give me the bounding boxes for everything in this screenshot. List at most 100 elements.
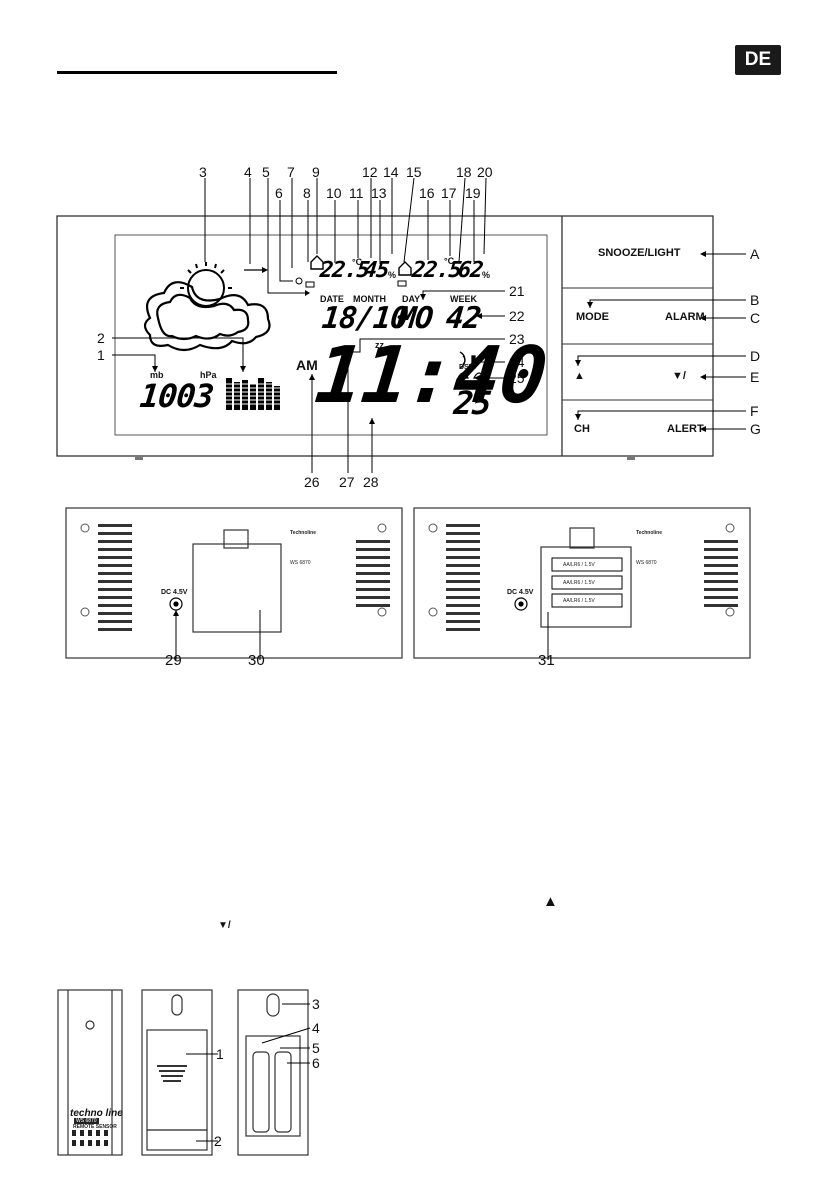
callout-9: 9 bbox=[312, 164, 320, 180]
callout-3: 3 bbox=[199, 164, 207, 180]
back-model-left: WS 6870 bbox=[290, 560, 311, 566]
callout-11: 11 bbox=[349, 185, 364, 201]
back-company-right: Technoline bbox=[636, 530, 663, 536]
dst-indicator: DST bbox=[459, 364, 473, 371]
screw-holes bbox=[80, 523, 735, 617]
callout-14: 14 bbox=[383, 164, 399, 180]
sensor-model-badge: WS 6870 bbox=[74, 1118, 99, 1124]
cloud-icon bbox=[143, 281, 271, 352]
callout-29: 29 bbox=[165, 652, 182, 669]
label-F: F bbox=[750, 403, 759, 419]
callout-13: 13 bbox=[371, 185, 387, 201]
comfort-icon bbox=[295, 277, 303, 285]
sensor-front bbox=[57, 989, 123, 1156]
callout-18: 18 bbox=[456, 164, 472, 180]
sensor-callout-5: 5 bbox=[312, 1040, 320, 1056]
battery-indicator-icon bbox=[305, 281, 315, 288]
callout-26: 26 bbox=[304, 474, 320, 490]
callout-12: 12 bbox=[362, 164, 378, 180]
sensor-open bbox=[237, 989, 309, 1156]
label-A: A bbox=[750, 246, 760, 262]
callout-7: 7 bbox=[287, 164, 295, 180]
sensor-callout-4: 4 bbox=[312, 1020, 320, 1036]
alert-button[interactable]: ALERT bbox=[667, 423, 704, 435]
callout-10: 10 bbox=[326, 185, 342, 201]
up-button[interactable]: ▲ bbox=[574, 370, 585, 382]
down-search-icon: ▼/ bbox=[218, 920, 231, 931]
title-underline bbox=[57, 71, 337, 74]
up-arrow-icon: ▲ bbox=[543, 893, 558, 910]
label-C: C bbox=[750, 310, 761, 326]
battery-label-2: AA/LR6 / 1.5V bbox=[563, 580, 595, 586]
am-pm-indicator: AM bbox=[296, 357, 318, 373]
week-label: WEEK bbox=[450, 294, 477, 304]
battery-label-1: AA/LR6 / 1.5V bbox=[563, 562, 595, 568]
pressure-value: 1003 bbox=[138, 377, 216, 415]
callout-16: 16 bbox=[419, 185, 435, 201]
back-model-right: WS 6870 bbox=[636, 560, 657, 566]
callout-23: 23 bbox=[509, 331, 525, 347]
snooze-indicator: zz bbox=[375, 340, 384, 350]
sensor-callout-3: 3 bbox=[312, 996, 320, 1012]
snooze-light-button[interactable]: SNOOZE/LIGHT bbox=[598, 247, 681, 259]
battery-cells bbox=[551, 557, 623, 608]
indoor-house-icon bbox=[310, 255, 324, 270]
callout-20: 20 bbox=[477, 164, 493, 180]
label-G: G bbox=[750, 421, 761, 437]
callout-28: 28 bbox=[363, 474, 379, 490]
alarm-button[interactable]: ALARM bbox=[665, 311, 705, 323]
callout-21: 21 bbox=[509, 283, 525, 299]
indoor-hum-unit: % bbox=[388, 270, 397, 280]
callout-27: 27 bbox=[339, 474, 355, 490]
sensor-remote-label: REMOTE SENSOR bbox=[73, 1124, 117, 1130]
callout-25: 25 bbox=[509, 370, 525, 386]
month-label: MONTH bbox=[353, 294, 386, 304]
outdoor-temp-unit: °C bbox=[444, 256, 455, 266]
down-search-button[interactable]: ▼/ bbox=[672, 370, 686, 382]
mode-button[interactable]: MODE bbox=[576, 311, 609, 323]
pressure-unit-hpa: hPa bbox=[200, 370, 217, 380]
seconds-display: 25 bbox=[452, 384, 493, 422]
day-label: DAY bbox=[402, 294, 421, 304]
channel-button[interactable]: CH bbox=[574, 423, 590, 435]
indoor-temp-unit: °C bbox=[352, 257, 363, 267]
callout-31: 31 bbox=[538, 652, 555, 669]
pressure-unit-mb: mb bbox=[150, 370, 164, 380]
label-B: B bbox=[750, 292, 760, 308]
indoor-humidity: 45 bbox=[362, 258, 390, 283]
vent-slots bbox=[98, 524, 738, 631]
callout-8: 8 bbox=[303, 185, 311, 201]
callout-22: 22 bbox=[509, 308, 525, 324]
outdoor-humidity: 62 bbox=[456, 258, 484, 283]
language-badge: DE bbox=[735, 45, 781, 75]
outdoor-house-icon bbox=[398, 261, 412, 276]
callout-6: 6 bbox=[275, 185, 283, 201]
time-display: 11:40 bbox=[311, 331, 551, 421]
dc-socket-label-left: DC 4.5V bbox=[161, 589, 188, 596]
dc-socket-icon bbox=[169, 597, 528, 611]
alarm-bell-icons bbox=[457, 372, 485, 379]
date-label: DATE bbox=[320, 294, 344, 304]
callout-5: 5 bbox=[262, 164, 270, 180]
callout-1: 1 bbox=[97, 347, 105, 363]
sensor-callout-1: 1 bbox=[216, 1046, 224, 1062]
sensor-back bbox=[141, 989, 213, 1156]
callout-15: 15 bbox=[406, 164, 422, 180]
label-D: D bbox=[750, 348, 761, 364]
pressure-history-bars bbox=[226, 378, 280, 410]
radio-signal-icon bbox=[459, 351, 476, 369]
sensor-callout-2: 2 bbox=[214, 1133, 222, 1149]
dc-socket-label-right: DC 4.5V bbox=[507, 589, 534, 596]
outdoor-temperature: 22.5 bbox=[410, 258, 463, 283]
back-view-right bbox=[413, 507, 751, 659]
callout-30: 30 bbox=[248, 652, 265, 669]
outdoor-hum-unit: % bbox=[482, 270, 491, 280]
sensor-brand-logo: techno line bbox=[70, 1108, 123, 1119]
battery-label-3: AA/LR6 / 1.5V bbox=[563, 598, 595, 604]
label-E: E bbox=[750, 369, 760, 385]
callout-17: 17 bbox=[441, 185, 457, 201]
callout-24: 24 bbox=[509, 354, 525, 370]
sensor-callout-6: 6 bbox=[312, 1055, 320, 1071]
callout-4: 4 bbox=[244, 164, 252, 180]
